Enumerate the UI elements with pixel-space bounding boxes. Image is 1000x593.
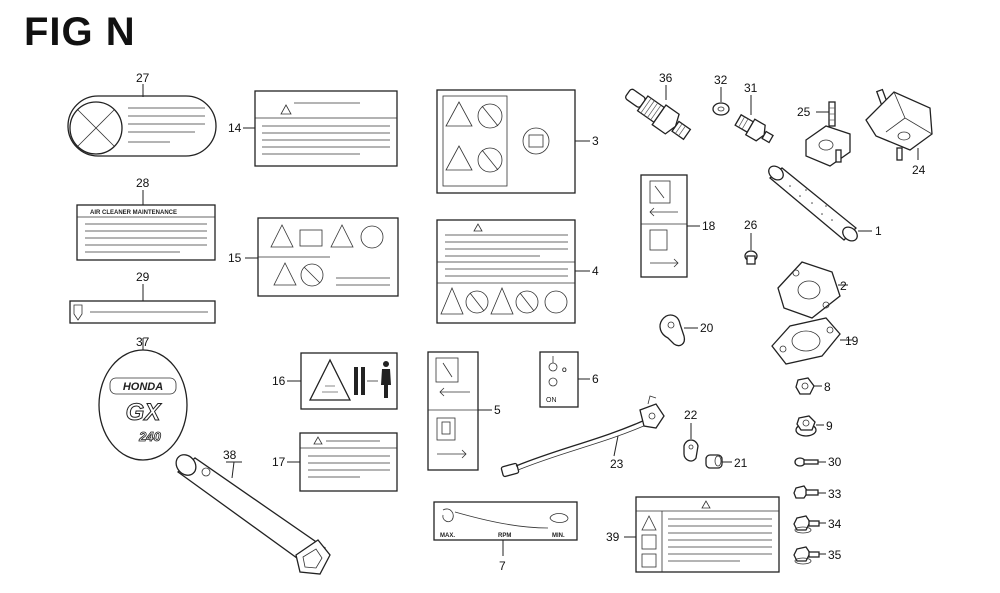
- callout-25: 25: [797, 105, 811, 119]
- throttle-rpm-text: RPM: [498, 533, 511, 539]
- callout-32: 32: [714, 73, 728, 87]
- label-39-info: [635, 496, 780, 573]
- callout-5: 5: [494, 403, 501, 417]
- label-18-choke: [640, 174, 688, 278]
- emblem-model-number: 240: [138, 429, 161, 444]
- label-17-caution: [299, 432, 398, 492]
- callout-34: 34: [828, 517, 842, 531]
- callout-21: 21: [734, 456, 748, 470]
- callout-28: 28: [136, 176, 150, 190]
- callout-30: 30: [828, 455, 842, 469]
- callout-33: 33: [828, 487, 842, 501]
- emblem-brand: HONDA: [123, 381, 163, 393]
- emblem-37-honda-gx: HONDA GX 240: [98, 349, 188, 461]
- callout-27: 27: [136, 71, 150, 85]
- callout-2: 2: [840, 279, 847, 293]
- part-1-tube: [768, 165, 858, 242]
- callout-22: 22: [684, 408, 698, 422]
- callout-38: 38: [223, 448, 237, 462]
- label-6-switch: O ON: [539, 351, 579, 408]
- tool-38-plug-wrench: [175, 454, 331, 575]
- callout-1: 1: [875, 224, 882, 238]
- callout-39: 39: [606, 530, 620, 544]
- callout-18: 18: [702, 219, 716, 233]
- callout-35: 35: [828, 548, 842, 562]
- label-14-warning: [254, 90, 398, 167]
- callout-14: 14: [228, 121, 242, 135]
- part-23-wire: [500, 395, 665, 478]
- switch-on-text: ON: [546, 397, 557, 404]
- callout-17: 17: [272, 455, 286, 469]
- figure-title: FIG N: [24, 10, 136, 54]
- switch-off-text: O: [562, 368, 567, 374]
- callout-4: 4: [592, 264, 599, 278]
- emblem-model: GX: [126, 399, 163, 426]
- part-2-flange: [777, 261, 841, 319]
- part-35-bolt: [793, 546, 820, 565]
- part-21-cap: [705, 454, 723, 469]
- callout-29: 29: [136, 270, 150, 284]
- callout-9: 9: [826, 419, 833, 433]
- callout-3: 3: [592, 134, 599, 148]
- label-7-throttle: MAX. RPM MIN.: [433, 501, 578, 541]
- part-26-cap: [744, 250, 758, 265]
- part-33-bolt: [793, 485, 819, 499]
- callout-37: 37: [136, 335, 150, 349]
- part-9-flange-nut: [795, 415, 817, 437]
- part-31-fitting: [734, 113, 774, 144]
- part-20-clip: [659, 314, 686, 347]
- label-28-air-cleaner: AIR CLEANER MAINTENANCE: [76, 204, 216, 261]
- part-25-bracket: [805, 101, 851, 167]
- air-cleaner-text: AIR CLEANER MAINTENANCE: [90, 210, 177, 216]
- part-19-gasket: [771, 317, 841, 365]
- callout-7: 7: [499, 559, 506, 573]
- label-16-hot-surface: [300, 352, 398, 410]
- callout-24: 24: [912, 163, 926, 177]
- callout-26: 26: [744, 218, 758, 232]
- part-8-nut: [795, 377, 815, 395]
- callout-19: 19: [845, 334, 859, 348]
- callout-8: 8: [824, 380, 831, 394]
- part-32-washer: [712, 102, 730, 116]
- callout-31: 31: [744, 81, 758, 95]
- label-27-emissions: [67, 95, 217, 157]
- throttle-min-text: MIN.: [552, 533, 565, 539]
- callout-6: 6: [592, 372, 599, 386]
- throttle-max-text: MAX.: [440, 533, 455, 539]
- callout-20: 20: [700, 321, 714, 335]
- part-36-spark-plug: [625, 88, 692, 141]
- label-15-pictograms: [257, 217, 399, 297]
- part-30-screw: [794, 457, 819, 467]
- label-5-choke: [427, 351, 479, 471]
- part-34-bolt: [793, 515, 820, 534]
- part-22-clamp: [683, 439, 699, 462]
- label-4-warning: [436, 219, 576, 324]
- label-29-strip: [69, 300, 216, 324]
- callout-16: 16: [272, 374, 286, 388]
- callout-36: 36: [659, 71, 673, 85]
- label-3-symbols: [436, 89, 576, 194]
- callout-15: 15: [228, 251, 242, 265]
- callout-23: 23: [610, 457, 624, 471]
- part-24-control-base: [865, 88, 933, 161]
